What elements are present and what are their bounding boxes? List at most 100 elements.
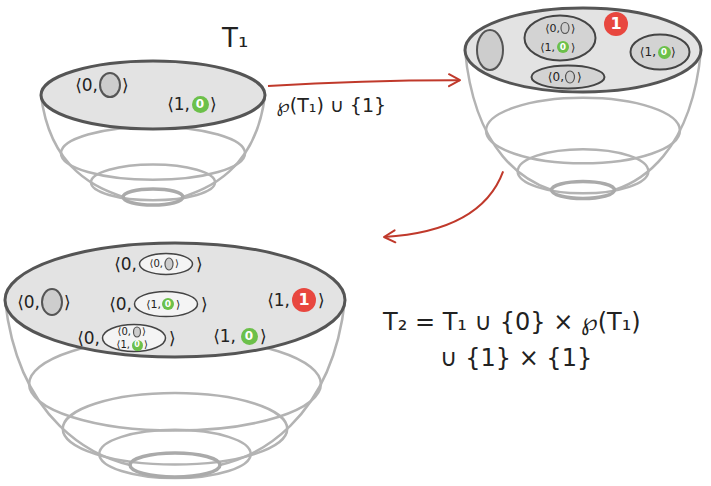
arrow-head bbox=[449, 74, 460, 86]
empty-set-ellipse bbox=[561, 23, 569, 34]
formula-text: ∪ {1} × {1} bbox=[440, 346, 592, 370]
tuple-bracket: ⟨0, bbox=[150, 259, 163, 269]
bowl-lid bbox=[5, 243, 345, 357]
element-dot-circle bbox=[241, 328, 258, 345]
tuple-bracket: ⟩ bbox=[144, 340, 148, 350]
element-dot-circle bbox=[557, 41, 569, 53]
set-ellipse: 0 ⟨1, ⟩ bbox=[133, 290, 199, 318]
flow-arrow bbox=[384, 171, 503, 242]
set-bowl: ⟨0,⟩0⟨1,⟩10⟨0,⟩⟨1,⟩0⟨0,⟩⟨0,⟩⟨0,⟩⟨1,⟩⟨0,⟩… bbox=[2, 240, 348, 478]
tuple-bracket: ⟩ bbox=[201, 296, 208, 313]
set-ellipse: 0⟨0, ⟩ ⟨1, ⟩ bbox=[101, 323, 167, 353]
tuple-bracket: ⟩ bbox=[176, 299, 180, 310]
tuple-bracket: ⟩ bbox=[210, 96, 217, 113]
element-digit: 1 bbox=[298, 292, 309, 308]
flow-arrow bbox=[268, 74, 460, 86]
bowl-base-ring bbox=[130, 453, 220, 477]
element-zero-dot: 0 bbox=[162, 298, 174, 310]
element-digit: 0 bbox=[165, 300, 171, 309]
tuple-bracket: ⟩ bbox=[122, 77, 129, 94]
element-one-dot: 1 bbox=[292, 288, 316, 312]
tuple-bracket: ⟩ bbox=[142, 327, 146, 337]
tuple-bracket: ⟩ bbox=[671, 46, 676, 58]
formula-text: T₂ = T₁ ∪ {0} × ℘(T₁) bbox=[383, 310, 641, 334]
element-dot-circle bbox=[604, 12, 628, 36]
element-digit: 0 bbox=[560, 43, 566, 52]
element-zero-dot: 0 bbox=[192, 96, 209, 113]
tuple-bracket: ⟩ bbox=[571, 42, 575, 53]
element-dot-circle bbox=[658, 46, 671, 59]
element-digit: 1 bbox=[610, 16, 621, 32]
set-name: T₁ bbox=[222, 25, 248, 51]
tuple-bracket: ⟨0, bbox=[75, 77, 98, 94]
tuple-bracket: ⟨1, bbox=[117, 340, 130, 350]
bowl-outline bbox=[38, 58, 268, 210]
empty-set-ellipse bbox=[100, 73, 120, 97]
empty-set-ellipse bbox=[566, 71, 575, 83]
tuple-bracket: ⟨1, bbox=[540, 42, 555, 53]
tuple-bracket: ⟩ bbox=[169, 330, 176, 347]
tuple-bracket: ⟨0, bbox=[548, 71, 564, 83]
element-digit: 0 bbox=[196, 98, 204, 110]
set-ellipse-shape bbox=[103, 325, 166, 352]
arrow-line bbox=[384, 171, 503, 237]
tuple-bracket: ⟩ bbox=[64, 294, 71, 311]
arrow-line bbox=[268, 80, 460, 86]
set-ellipse-shape bbox=[525, 16, 596, 61]
tuple-bracket: ⟩ bbox=[577, 71, 582, 83]
element-dot-circle bbox=[132, 340, 143, 351]
tuple-bracket: ⟨1, bbox=[213, 328, 236, 345]
set-ellipse-shape bbox=[140, 254, 193, 275]
tuple-bracket: ⟨1, bbox=[167, 96, 190, 113]
bowl-ring bbox=[91, 164, 215, 200]
element-dot-circle bbox=[162, 298, 174, 310]
tuple-bracket: ⟨1, bbox=[146, 299, 161, 310]
tuple-bracket: ⟩ bbox=[318, 292, 325, 309]
element-digit: 0 bbox=[134, 341, 140, 349]
element-zero-dot: 0 bbox=[132, 340, 143, 351]
element-digit: 0 bbox=[245, 330, 253, 342]
element-dot-circle bbox=[192, 96, 209, 113]
tuple-bracket: ⟩ bbox=[260, 328, 267, 345]
tuple-bracket: ⟨0, bbox=[77, 330, 100, 347]
empty-set-ellipse bbox=[477, 30, 503, 70]
arrow-head bbox=[384, 230, 395, 242]
bowl-base-ring bbox=[552, 182, 615, 199]
element-dot-circle bbox=[292, 288, 316, 312]
set-ellipse-outline bbox=[523, 14, 597, 62]
bowl-base-ring bbox=[123, 189, 183, 205]
tuple-bracket: ⟨0, bbox=[17, 294, 40, 311]
arrow-label: ℘(T₁) ∪ {1} bbox=[277, 96, 387, 115]
tuple-bracket: ⟨0, bbox=[109, 296, 132, 313]
tuple-bracket: ⟩ bbox=[196, 256, 203, 273]
tuple-bracket: ⟨1, bbox=[640, 46, 656, 58]
bowl-ring bbox=[99, 430, 250, 478]
tuple-bracket: ⟨1, bbox=[267, 292, 290, 309]
set-ellipse: 0⟨0, ⟩ ⟨1, ⟩ bbox=[523, 14, 597, 62]
set-bowl: 0T₁⟨0,⟩⟨1,⟩ bbox=[38, 58, 268, 210]
tuple-bracket: ⟨0, bbox=[114, 256, 137, 273]
element-zero-dot: 0 bbox=[658, 46, 671, 59]
bowl-lid bbox=[41, 61, 265, 129]
bowl-ring bbox=[518, 149, 649, 193]
bowl-lid bbox=[465, 8, 701, 92]
tuple-bracket: ⟩ bbox=[175, 259, 179, 269]
empty-set-ellipse bbox=[42, 289, 62, 315]
bowl-ring bbox=[486, 98, 680, 164]
set-ellipse-shape bbox=[631, 35, 690, 70]
set-ellipse-shape bbox=[532, 66, 605, 89]
tuple-bracket: ⟨0, bbox=[545, 23, 560, 34]
tuple-bracket: ⟩ bbox=[571, 23, 575, 34]
set-ellipse: 0 ⟨1, ⟩ bbox=[629, 33, 691, 71]
empty-set-ellipse bbox=[134, 327, 141, 337]
empty-set-ellipse bbox=[165, 258, 173, 270]
element-zero-dot: 0 bbox=[557, 41, 569, 53]
element-zero-dot: 0 bbox=[241, 328, 258, 345]
bowl-ring bbox=[61, 127, 245, 180]
element-digit: 0 bbox=[661, 48, 667, 57]
element-one-dot: 1 bbox=[604, 12, 628, 36]
set-ellipse-shape bbox=[135, 292, 198, 317]
bowl-outline bbox=[2, 240, 348, 478]
tuple-bracket: ⟨0, bbox=[118, 327, 131, 337]
